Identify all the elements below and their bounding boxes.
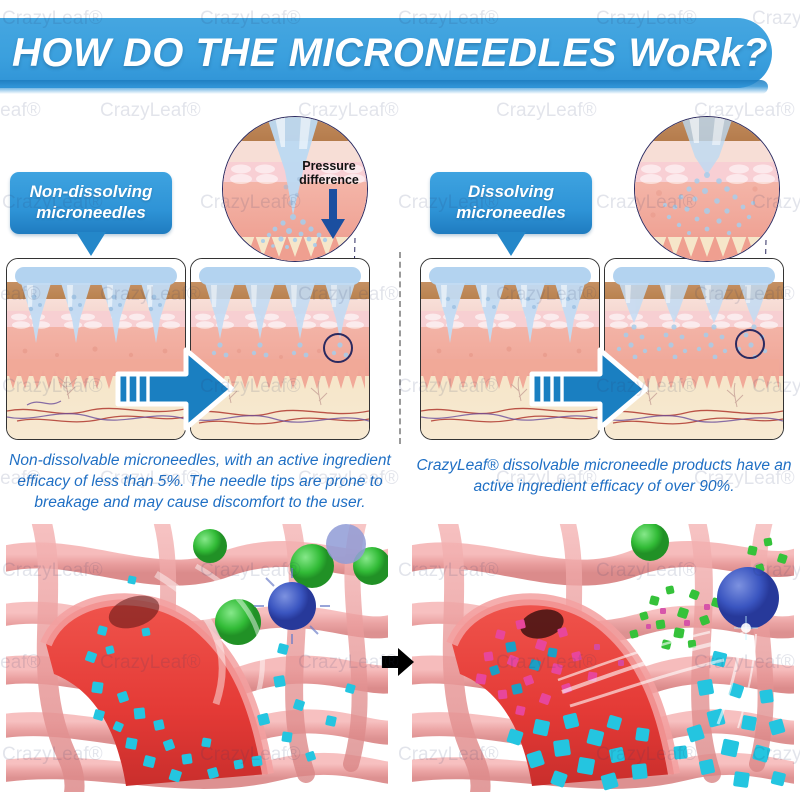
- skin-cross-section: [7, 259, 185, 439]
- title-bar-shadow: [0, 80, 768, 94]
- transition-arrow-icon: [382, 648, 414, 676]
- layer-stratum-corneum: [605, 282, 783, 299]
- layer-hypodermis: [635, 236, 779, 261]
- skin-panel-right-1: [420, 258, 600, 440]
- magnifier-right: [634, 116, 780, 262]
- photo-after-blood-vessels: [412, 524, 794, 792]
- bubble-right-tail: [496, 232, 526, 256]
- bubble-left-tail: [76, 232, 106, 256]
- skin-panel-right-2: [604, 258, 784, 440]
- layer-stratum-corneum: [191, 282, 369, 299]
- magnifier-right-needle: [635, 117, 779, 261]
- label-dissolving-microneedles: Dissolving microneedles: [430, 172, 592, 256]
- needle-tip-highlight-right: [735, 329, 765, 359]
- page-title-banner: HOW DO THE MICRONEEDLES WoRk?: [0, 18, 772, 96]
- pressure-difference-label: Pressure difference: [299, 159, 359, 187]
- skin-cross-section: [191, 259, 369, 439]
- layer-epidermis: [605, 298, 783, 312]
- layer-epidermis: [421, 298, 599, 312]
- caption-non-dissolving: Non-dissolvable microneedles, with an ac…: [9, 452, 391, 511]
- title-bar-background: [0, 18, 772, 88]
- magnifier-left-needle: [223, 117, 367, 261]
- panel-right-1-art: [421, 267, 599, 423]
- page-title: HOW DO THE MICRONEEDLES WoRk?: [12, 30, 768, 75]
- pressure-arrow-icon: [321, 189, 345, 239]
- bubble-right-text: Dissolving microneedles: [430, 172, 592, 234]
- blood-vessel-illustration-left: [6, 524, 388, 792]
- skin-cross-section: [421, 259, 599, 439]
- watermark: CrazyLeaf®: [0, 100, 41, 121]
- magnifier-left: Pressure difference: [222, 116, 368, 262]
- layer-epidermis: [191, 298, 369, 312]
- process-arrow-left: [115, 347, 235, 431]
- skin-panel-left-2: [190, 258, 370, 440]
- photo-before-blood-vessels: [6, 524, 388, 792]
- layer-epidermis: [7, 298, 185, 312]
- process-arrow-right: [529, 347, 649, 431]
- blood-vessel-illustration-right: [412, 524, 794, 792]
- label-non-dissolving-microneedles: Non-dissolving microneedles: [10, 172, 172, 256]
- layer-stratum-corneum: [421, 282, 599, 299]
- needle-tip-highlight-left: [323, 333, 353, 363]
- watermark: CrazyLeaf®: [100, 100, 201, 121]
- panel-right-2-art: [605, 267, 783, 425]
- bubble-left-text: Non-dissolving microneedles: [10, 172, 172, 234]
- watermark: CrazyLeaf®: [496, 100, 597, 121]
- panel-left-1-art: [7, 267, 185, 423]
- skin-panel-left-1: [6, 258, 186, 440]
- caption-dissolving: CrazyLeaf® dissolvable microneedle produ…: [416, 457, 792, 495]
- layer-stratum-corneum: [7, 282, 185, 299]
- section-divider: [399, 252, 401, 444]
